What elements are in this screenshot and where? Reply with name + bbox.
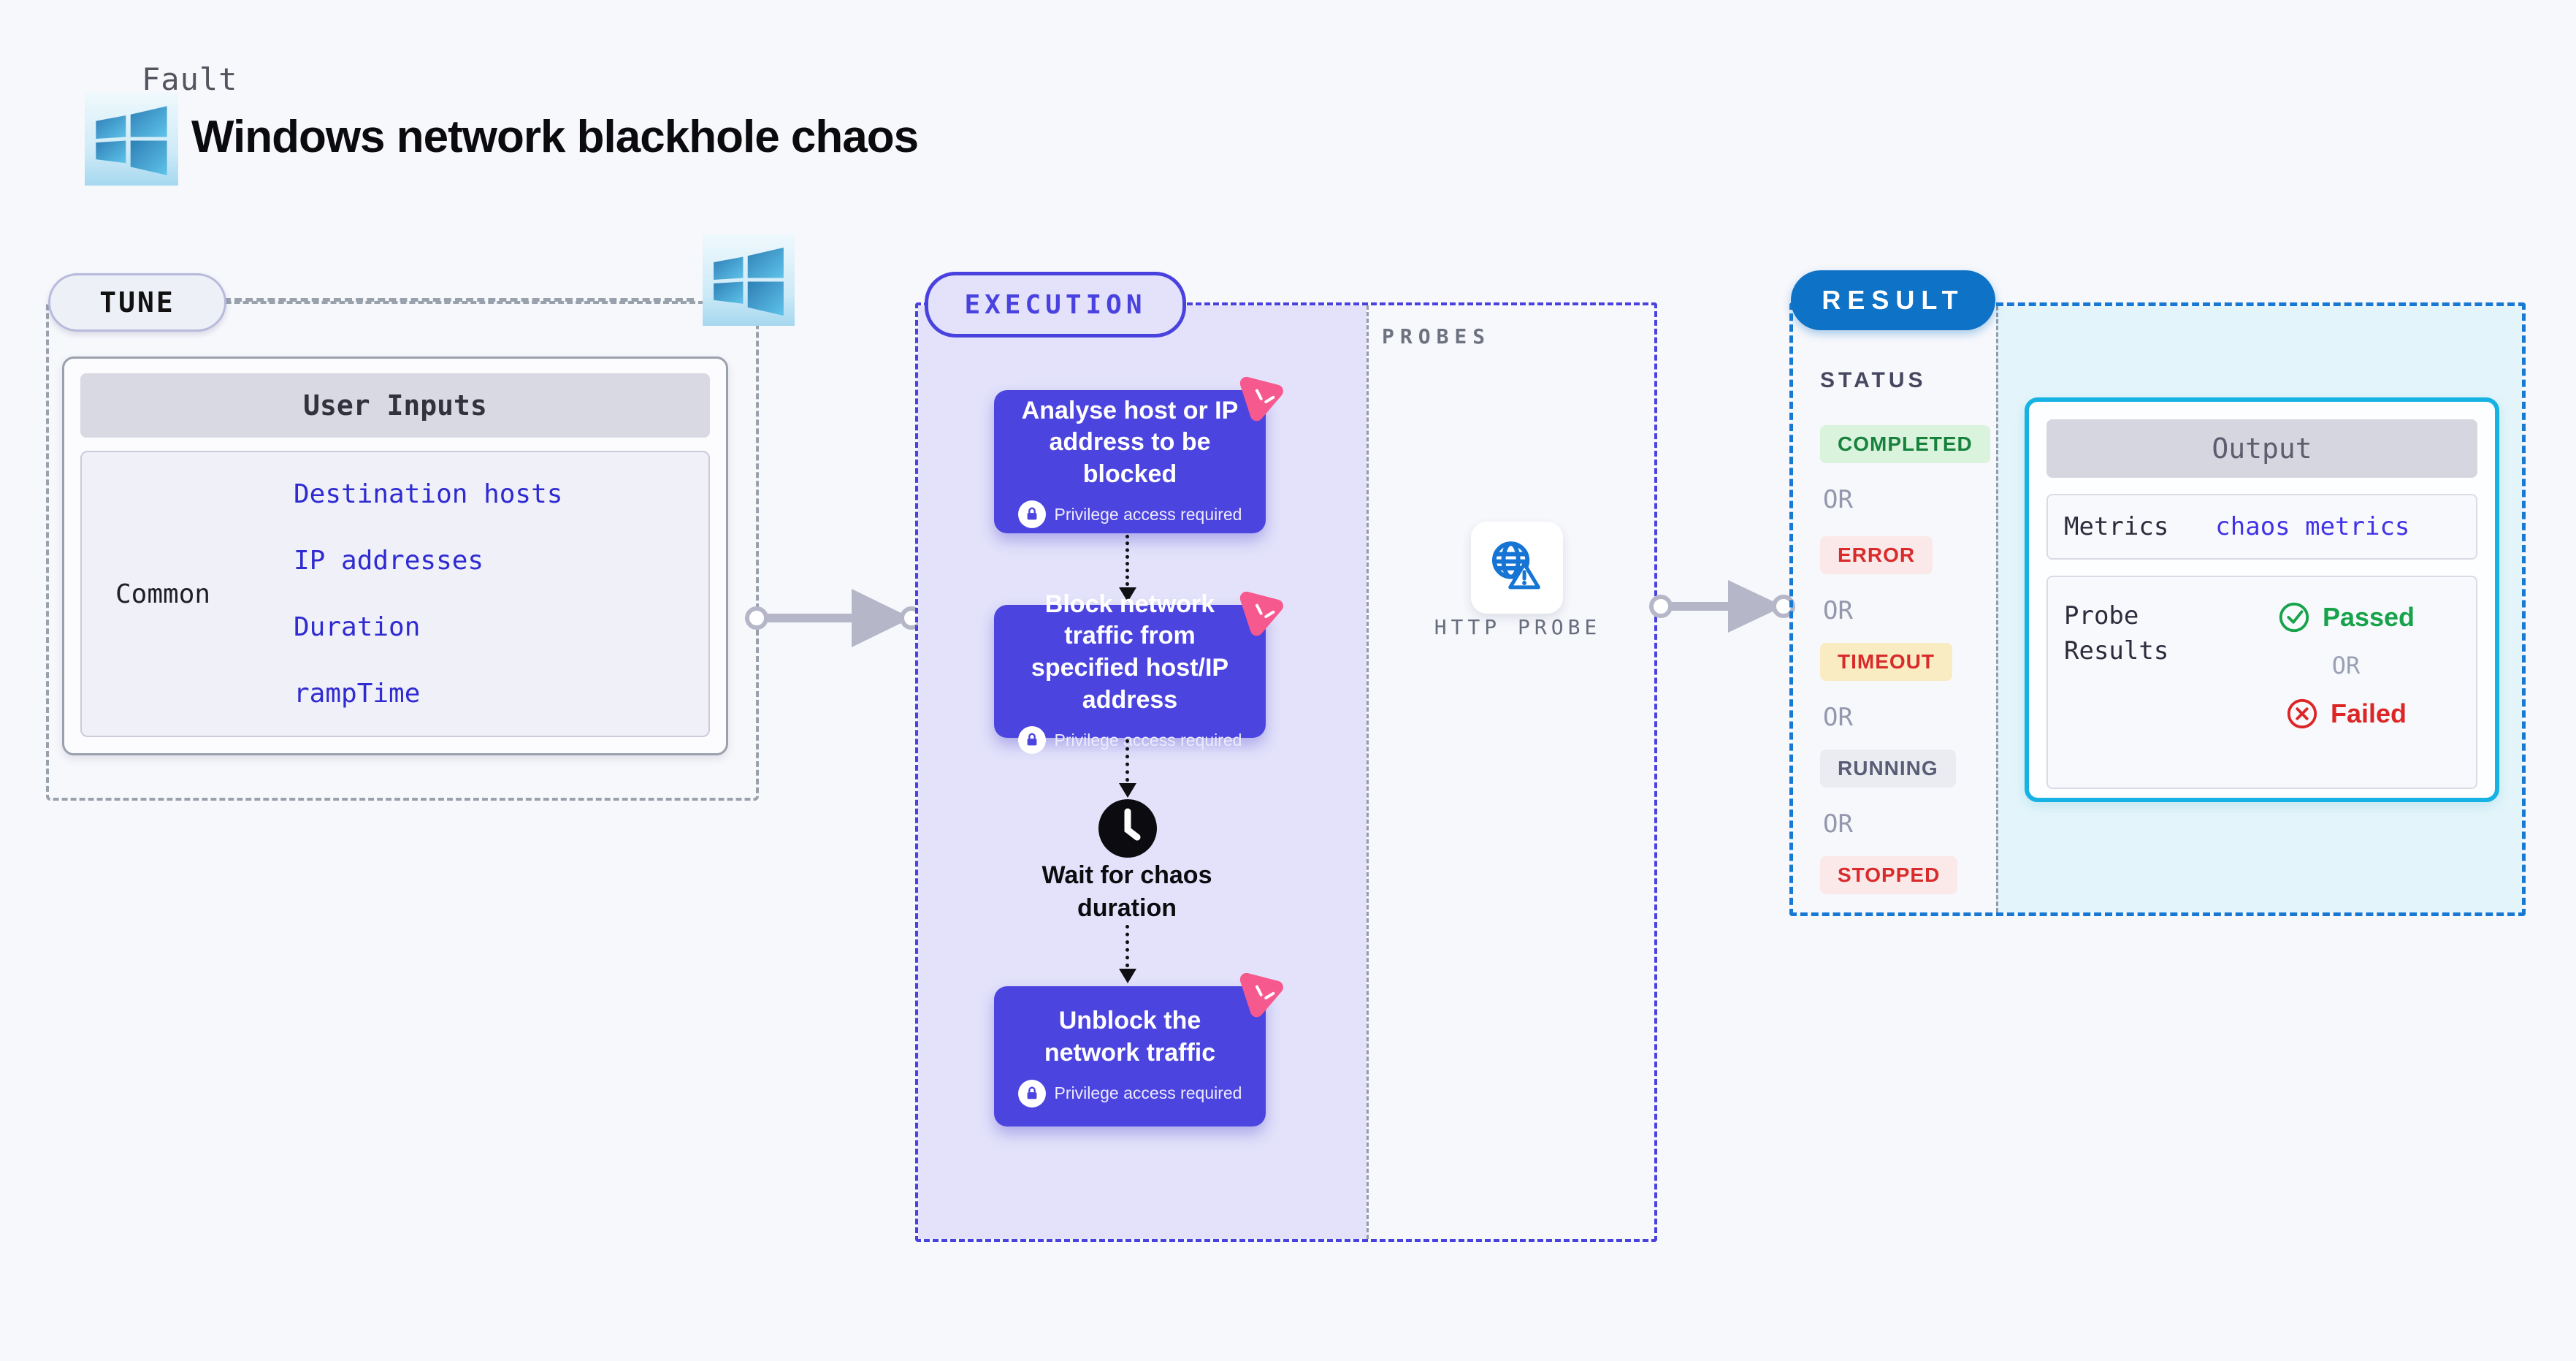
privilege-label: Privilege access required <box>1054 1083 1242 1103</box>
chaos-experiment-icon <box>1231 963 1289 1021</box>
passed-label: Passed <box>2322 602 2415 632</box>
check-circle-icon <box>2279 602 2309 633</box>
privilege-badge: Privilege access required <box>1017 1079 1242 1108</box>
result-badge: RESULT <box>1791 270 1995 330</box>
http-probe-card <box>1471 522 1563 614</box>
status-badge-stopped: STOPPED <box>1820 856 1958 894</box>
or-label: OR <box>2331 652 2361 679</box>
tune-leader-line <box>223 298 694 302</box>
http-probe-label: HTTP PROBE <box>1434 615 1602 639</box>
probe-results-label: Probe Results <box>2064 601 2169 666</box>
metrics-row: Metrics chaos metrics <box>2046 494 2477 560</box>
status-badge-completed: COMPLETED <box>1820 425 1990 463</box>
flow-connector <box>1125 925 1129 967</box>
lock-icon <box>1017 500 1046 529</box>
status-badge-running: RUNNING <box>1820 750 1956 788</box>
result-separator <box>1996 306 1998 912</box>
wait-step-label: Wait for chaos duration <box>1042 861 1212 922</box>
arrow-tune-to-execution <box>745 589 923 647</box>
output-card: Output Metrics chaos metrics Probe Resul… <box>2025 397 2499 802</box>
privilege-label: Privilege access required <box>1054 730 1242 750</box>
chaos-experiment-icon <box>1231 582 1289 640</box>
status-badge-error: ERROR <box>1820 536 1933 574</box>
probe-results-values: Passed OR Failed <box>2232 599 2460 731</box>
clock-icon <box>1097 798 1158 859</box>
privilege-badge: Privilege access required <box>1017 726 1242 755</box>
user-inputs-header: User Inputs <box>80 373 710 438</box>
probes-label: PROBES <box>1382 324 1491 348</box>
tunable-link-duration[interactable]: Duration <box>294 612 421 642</box>
metrics-label: Metrics <box>2064 512 2169 541</box>
tune-badge: TUNE <box>48 273 226 332</box>
probes-separator <box>1367 305 1369 1239</box>
tune-region <box>46 301 759 801</box>
flow-arrowhead <box>1119 587 1136 602</box>
common-row-label: Common <box>115 579 211 609</box>
output-header: Output <box>2046 419 2477 478</box>
tunable-link-ramptime[interactable]: rampTime <box>294 679 421 709</box>
flow-arrowhead <box>1119 969 1136 983</box>
tunable-link-ip-addresses[interactable]: IP addresses <box>294 546 484 576</box>
page-title: Windows network blackhole chaos <box>191 112 919 162</box>
privilege-label: Privilege access required <box>1054 504 1242 524</box>
status-badge-timeout: TIMEOUT <box>1820 643 1952 681</box>
x-circle-icon <box>2287 698 2317 729</box>
globe-alert-icon <box>1491 541 1540 590</box>
step-block-traffic: Block network traffic from specified hos… <box>994 590 1283 755</box>
step-title: Unblock the network traffic <box>1044 1007 1216 1067</box>
user-inputs-card: User Inputs Common Destination hosts IP … <box>62 357 728 755</box>
tunable-links-list: Destination hosts IP addresses Duration … <box>294 452 708 736</box>
privilege-badge: Privilege access required <box>1017 500 1242 529</box>
or-label: OR <box>1823 485 1853 514</box>
lock-icon <box>1017 726 1046 755</box>
step-analyse-host: Analyse host or IP address to be blocked… <box>994 376 1283 533</box>
tunable-link-destination-hosts[interactable]: Destination hosts <box>294 479 563 509</box>
chaos-metrics-link[interactable]: chaos metrics <box>2215 512 2410 541</box>
status-title: STATUS <box>1820 368 1927 392</box>
step-title: Block network traffic from specified hos… <box>1031 590 1229 714</box>
fault-eyebrow: Fault <box>142 61 238 97</box>
probe-results-row: Probe Results Passed OR Failed <box>2046 576 2477 789</box>
flow-connector <box>1125 739 1129 782</box>
chaos-experiment-icon <box>1231 367 1289 425</box>
lock-icon <box>1017 1079 1046 1108</box>
flow-arrowhead <box>1119 783 1136 798</box>
user-inputs-body: Common Destination hosts IP addresses Du… <box>80 451 710 737</box>
windows-logo-icon <box>77 92 186 186</box>
step-unblock-traffic: Unblock the network traffic Privilege ac… <box>994 972 1283 1126</box>
windows-logo-icon-small <box>694 234 803 326</box>
step-title: Analyse host or IP address to be blocked <box>1021 396 1239 488</box>
flow-connector <box>1125 535 1129 586</box>
or-label: OR <box>1823 596 1853 625</box>
or-label: OR <box>1823 809 1853 839</box>
failed-label: Failed <box>2330 698 2407 728</box>
arrow-probes-to-result <box>1649 580 1795 633</box>
or-label: OR <box>1823 703 1853 732</box>
execution-badge: EXECUTION <box>925 272 1186 338</box>
